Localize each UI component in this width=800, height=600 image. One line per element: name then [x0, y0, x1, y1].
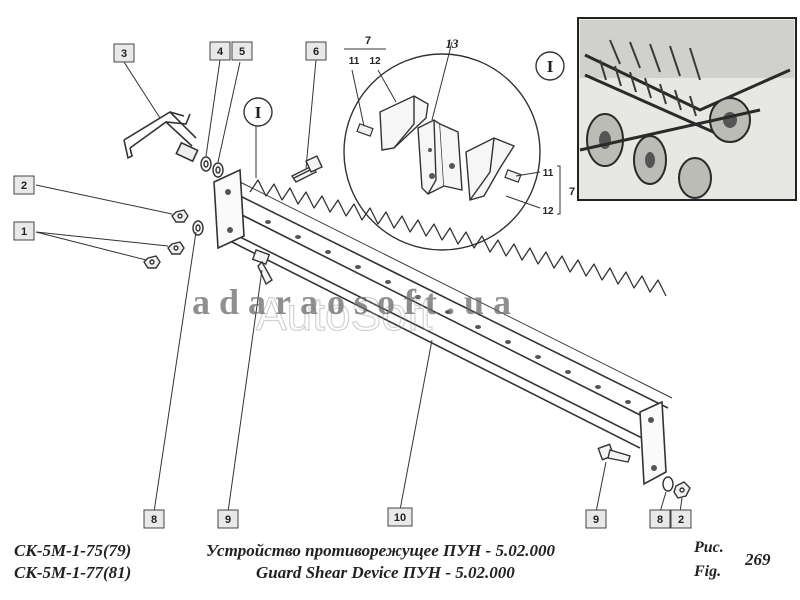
svg-text:8: 8 — [151, 514, 157, 526]
watermark: AutoSoft adaraosoft.ua — [192, 282, 520, 341]
model-line-1: СК-5М-1-75(79) — [14, 541, 132, 560]
callout-9-left: 9 — [217, 509, 239, 529]
callout-10: 10 — [387, 507, 413, 527]
svg-text:9: 9 — [593, 514, 599, 526]
bolt-part-9-right — [597, 443, 631, 463]
leader-lines — [35, 41, 683, 513]
view-marker-I-bar: I — [243, 97, 273, 127]
svg-text:I: I — [547, 57, 554, 76]
bolt-part-9-left — [251, 249, 273, 286]
callout-3: 3 — [113, 43, 135, 63]
svg-text:adaraosoft.ua: adaraosoft.ua — [192, 282, 520, 322]
svg-text:7: 7 — [365, 35, 371, 47]
callout-7-top: 7 — [365, 35, 371, 47]
figure-title-ru: Устройство противорежущее ПУН - 5.02.000 — [206, 541, 555, 560]
model-line-2: СК-5М-1-77(81) — [14, 563, 132, 582]
detail-bolt-right — [504, 169, 522, 183]
svg-text:11: 11 — [349, 56, 360, 67]
left-end-plate — [213, 168, 245, 250]
callout-12-top: 12 — [369, 56, 381, 67]
svg-text:10: 10 — [394, 512, 406, 524]
hook-bolt-part-3 — [123, 111, 199, 163]
callout-6: 6 — [305, 41, 327, 61]
svg-text:6: 6 — [313, 46, 319, 58]
washer-nut-part-8-2-right — [662, 476, 691, 499]
callout-1: 1 — [13, 221, 35, 241]
svg-text:5: 5 — [239, 46, 245, 58]
detail-guard-right — [465, 137, 516, 201]
detail-bracket-13 — [417, 119, 463, 195]
right-end-plate — [639, 400, 667, 486]
callout-11-top: 11 — [349, 56, 360, 67]
svg-text:9: 9 — [225, 514, 231, 526]
callout-11-right: 11 — [543, 168, 554, 179]
callout-13: 13 — [446, 36, 460, 51]
callout-7-right: 7 — [569, 186, 575, 198]
view-marker-I-detail: I — [535, 51, 565, 81]
svg-text:AutoSoft: AutoSoft — [256, 288, 433, 340]
svg-text:I: I — [255, 103, 262, 122]
svg-text:2: 2 — [21, 180, 27, 192]
callout-12-right: 12 — [542, 206, 554, 217]
svg-text:13: 13 — [446, 36, 460, 51]
callout-2: 2 — [13, 175, 35, 195]
callout-labels: 3 4 5 6 2 1 7 11 12 1 — [13, 35, 692, 529]
callout-4: 4 — [209, 41, 231, 61]
detail-guard-left — [379, 95, 429, 151]
svg-text:2: 2 — [678, 514, 684, 526]
svg-text:3: 3 — [121, 48, 127, 60]
svg-text:12: 12 — [542, 206, 554, 217]
svg-text:1: 1 — [21, 226, 27, 238]
nuts-part-1-2 — [143, 209, 189, 269]
callout-5: 5 — [231, 41, 253, 61]
svg-text:7: 7 — [569, 186, 575, 198]
detail-circle — [343, 53, 541, 251]
svg-text:12: 12 — [369, 56, 381, 67]
fig-label-en: Fig. — [694, 563, 722, 580]
callout-2-right: 2 — [670, 509, 692, 529]
svg-text:4: 4 — [217, 46, 224, 58]
fig-label-ru: Рис. — [694, 539, 724, 556]
bolt-part-6 — [290, 155, 323, 183]
photo-inset — [577, 17, 797, 201]
callout-8-left: 8 — [143, 509, 165, 529]
fig-number: 269 — [745, 550, 771, 569]
callout-9-right: 9 — [585, 509, 607, 529]
washers-part-4-5 — [200, 156, 224, 178]
guard-bar — [221, 179, 673, 449]
figure-title-en: Guard Shear Device ПУН - 5.02.000 — [256, 563, 515, 582]
washer-part-8-left — [192, 220, 204, 236]
detail-bolt-left — [356, 123, 374, 137]
svg-text:8: 8 — [657, 514, 663, 526]
callout-8-right: 8 — [649, 509, 671, 529]
svg-text:11: 11 — [543, 168, 554, 179]
